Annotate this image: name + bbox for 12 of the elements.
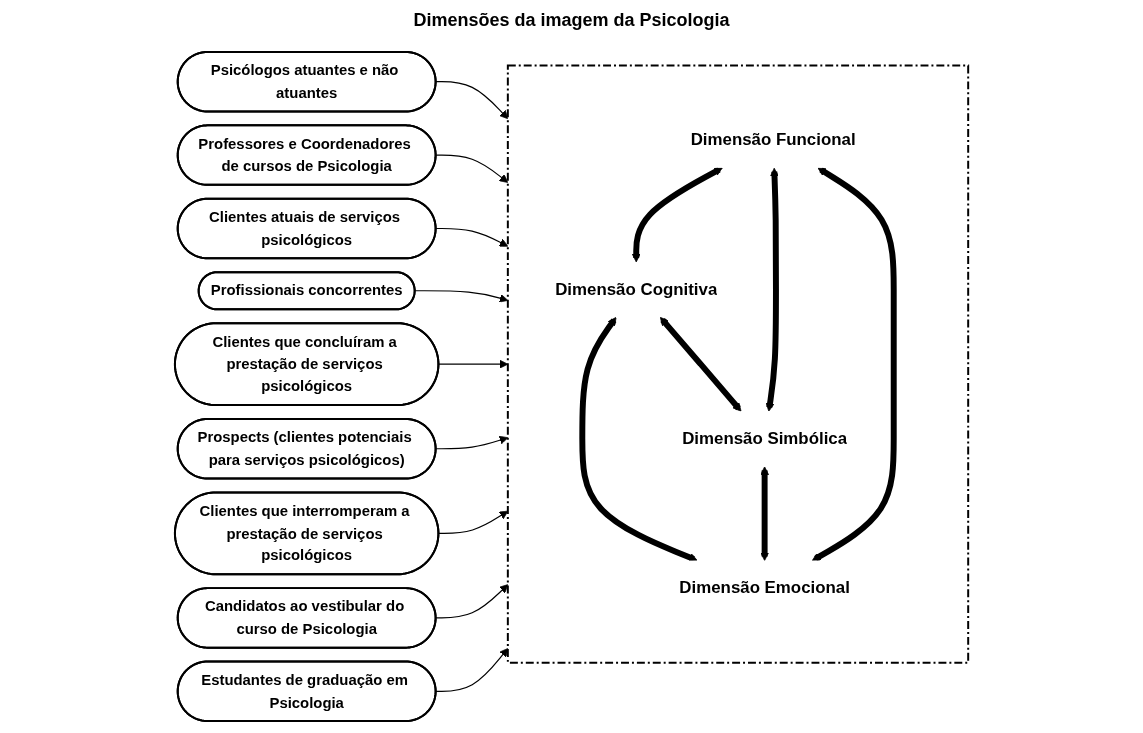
cluster bbox=[506, 64, 970, 664]
arrow bbox=[811, 167, 897, 562]
arrow bbox=[579, 317, 698, 562]
node-text: Dimensão Cognitiva bbox=[555, 279, 718, 299]
node-text: Dimensão Emocional bbox=[679, 578, 850, 598]
arrow bbox=[760, 466, 769, 561]
diagram-title: Dimensões da imagem da Psicologia bbox=[412, 10, 731, 31]
node-text: Dimensão Simbólica bbox=[682, 429, 848, 448]
arrow bbox=[765, 167, 779, 412]
node-text: Dimensão Funcional bbox=[690, 130, 856, 150]
arrow bbox=[631, 167, 723, 263]
arrow bbox=[659, 316, 742, 412]
